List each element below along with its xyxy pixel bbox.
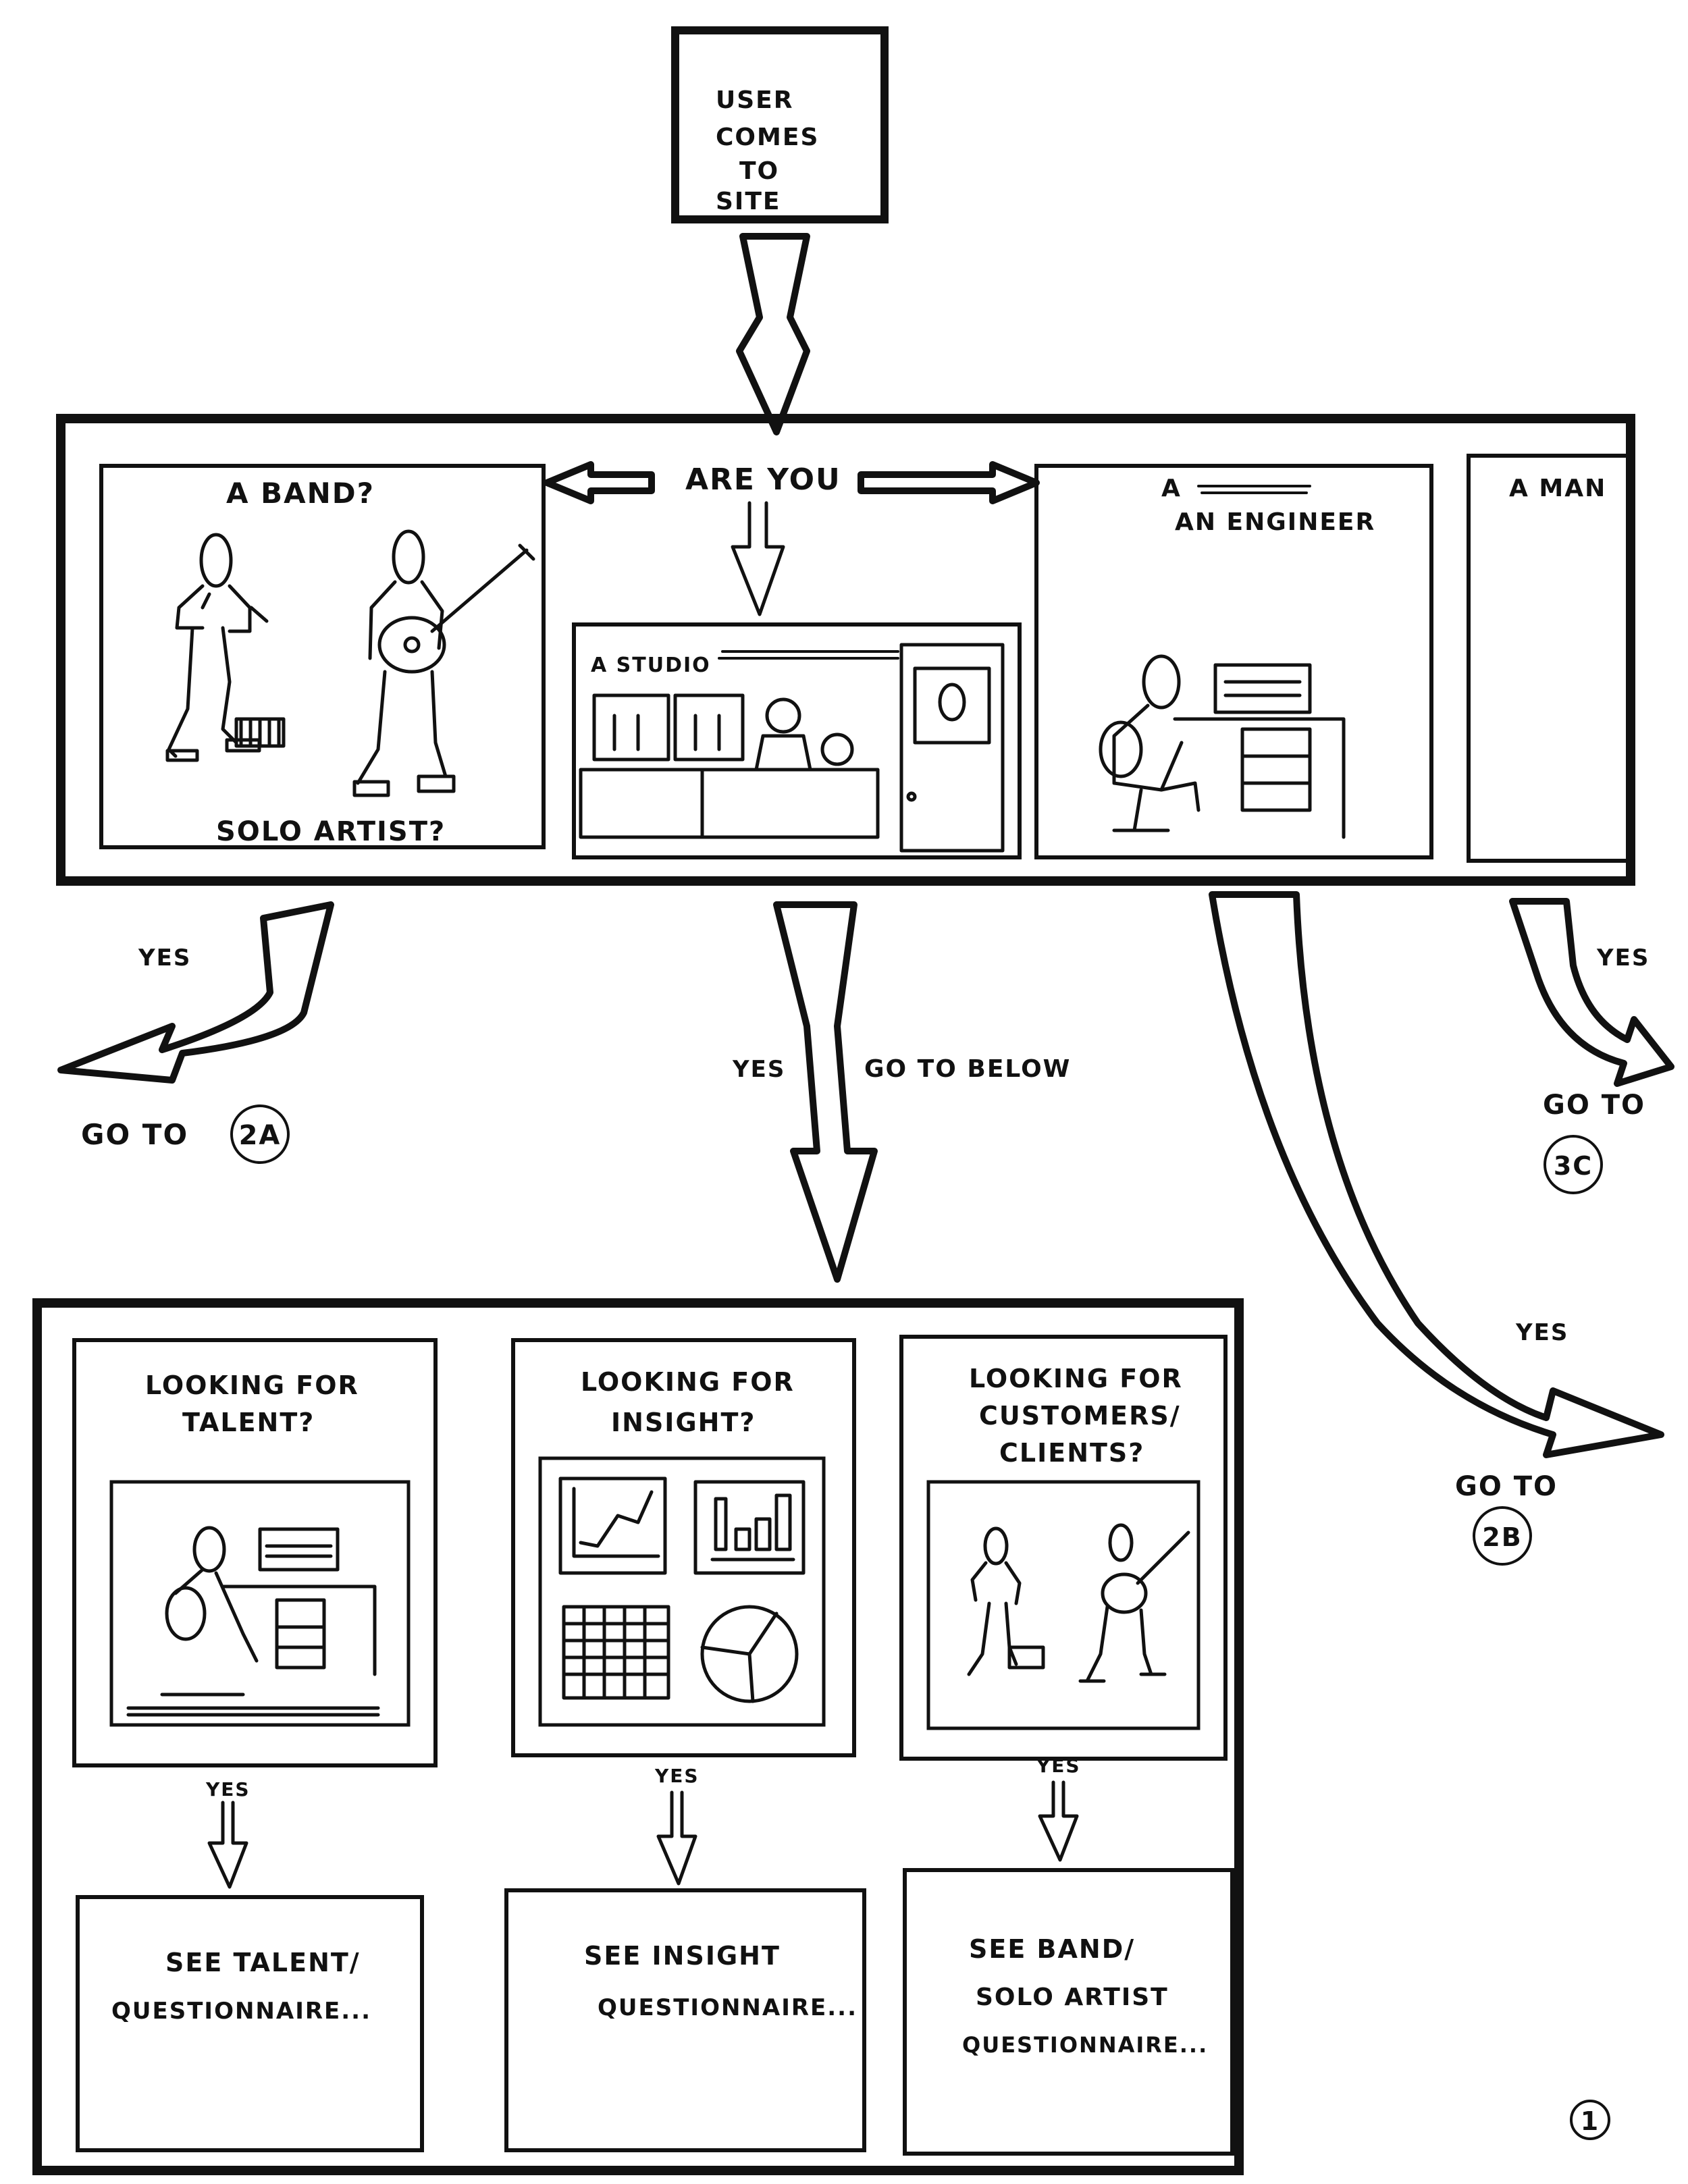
are-you-down-arrow (731, 501, 785, 616)
card-talent-title-1: LOOKING FOR (145, 1370, 359, 1400)
manager-label: A MAN (1509, 475, 1606, 502)
card-insight-result-2: QUESTIONNAIRE... (598, 1994, 858, 2021)
card-insight: LOOKING FOR INSIGHT? YES SEE INSI (504, 1338, 866, 2152)
bar-chart-icon (693, 1480, 806, 1575)
card-customers-title-1: LOOKING FOR (969, 1364, 1183, 1393)
line-chart-icon (558, 1476, 667, 1575)
start-line-1: USER (716, 86, 793, 114)
start-node: USER COMES TO SITE (671, 26, 889, 223)
manager-goto: GO TO (1543, 1090, 1645, 1121)
solo-artist-question: SOLO ARTIST? (216, 816, 446, 847)
band-branch-arrow (57, 901, 334, 1084)
card-talent-result-1: SEE TALENT/ (165, 1948, 361, 1977)
start-line-2: COMES (716, 124, 819, 151)
studio-goto: GO TO BELOW (864, 1055, 1071, 1083)
card-insight-yes: YES (654, 1765, 700, 1787)
engineer-target: 2B (1482, 1522, 1522, 1552)
card-talent-title-2: TALENT? (182, 1408, 315, 1437)
card-insight-result-1: SEE INSIGHT (584, 1941, 781, 1971)
studio-label: A STUDIO (591, 654, 711, 677)
engineer-label: AN ENGINEER (1175, 508, 1375, 536)
band-small-icon (967, 1523, 1190, 1683)
studio-room-icon (579, 643, 1005, 853)
studio-yes: YES (732, 1056, 785, 1083)
engineer-prefix: A (1161, 475, 1182, 502)
start-line-3: TO (739, 157, 779, 185)
card-customers-yes: YES (1036, 1755, 1081, 1777)
manager-branch-arrow (1509, 898, 1674, 1087)
option-band: A BAND? SOLO ARTIST? (99, 464, 546, 849)
singer-figure-icon (165, 533, 286, 762)
card-customers-result-1: SEE BAND/ (969, 1934, 1135, 1964)
studio-branch: YES GO TO BELOW (732, 901, 1071, 1283)
manager-target: 3C (1554, 1151, 1593, 1181)
card-customers-result-2: SOLO ARTIST (976, 1983, 1169, 2011)
engineer-branch-arrow (1209, 891, 1664, 1458)
engineer-branch: YES GO TO 2B (1209, 891, 1664, 1566)
start-line-4: SITE (716, 188, 781, 215)
table-grid-icon (562, 1605, 670, 1700)
card-customers-result-3: QUESTIONNAIRE... (962, 2032, 1208, 2058)
studio-branch-arrow (773, 901, 878, 1283)
engineer-yes: YES (1515, 1319, 1568, 1346)
band-branch: YES GO TO 2A (57, 901, 334, 1164)
guitarist-figure-icon (352, 529, 535, 797)
band-yes: YES (138, 944, 191, 971)
engineer-desk-icon (1099, 654, 1346, 839)
option-studio: A STUDIO (572, 622, 1022, 859)
option-engineer: A AN ENGINEER (1034, 464, 1433, 859)
card-talent-yes: YES (205, 1778, 250, 1801)
card-customers-title-2: CUSTOMERS/ (979, 1401, 1181, 1431)
band-goto: GO TO (81, 1118, 188, 1151)
left-double-arrow (544, 461, 655, 504)
card-talent-result-2: QUESTIONNAIRE... (111, 1998, 371, 2025)
start-down-arrow (736, 233, 810, 435)
choice-panel: A BAND? SOLO ARTIST? (56, 414, 1635, 886)
card-insight-title-1: LOOKING FOR (581, 1367, 795, 1397)
band-question: A BAND? (226, 477, 375, 510)
page-number: 1 (1570, 2100, 1610, 2140)
band-target: 2A (239, 1120, 282, 1151)
engineer-desk-small-icon (126, 1526, 380, 1717)
page-number-text: 1 (1581, 2106, 1600, 2136)
pie-chart-icon (700, 1605, 799, 1703)
engineer-goto: GO TO (1455, 1471, 1558, 1502)
studio-panel: LOOKING FOR TALENT? YES SEE TALENT/ QUES… (32, 1298, 1244, 2175)
are-you-prompt: ARE YOU (685, 462, 841, 497)
manager-yes: YES (1596, 944, 1650, 971)
card-talent: LOOKING FOR TALENT? YES SEE TALENT/ QUES… (72, 1338, 438, 2152)
card-customers-title-3: CLIENTS? (999, 1438, 1144, 1468)
option-manager: A MAN (1467, 454, 1633, 863)
right-double-arrow (858, 461, 1040, 504)
card-insight-title-2: INSIGHT? (611, 1408, 756, 1437)
manager-branch: YES GO TO 3C (1509, 898, 1674, 1194)
card-customers: LOOKING FOR CUSTOMERS/ CLIENTS? YES SEE … (899, 1335, 1234, 2156)
